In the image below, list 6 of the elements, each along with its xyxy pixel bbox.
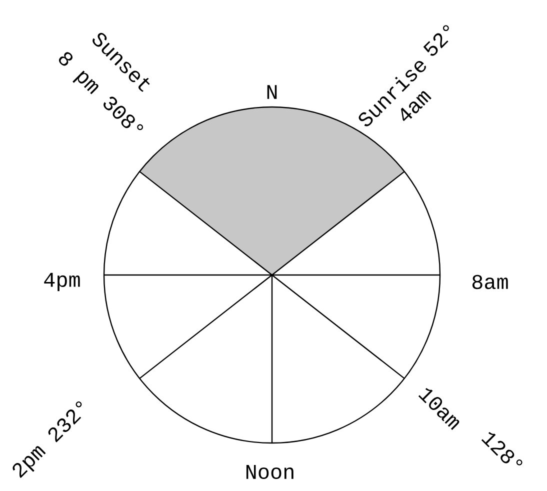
direction-label: Noon — [246, 464, 294, 480]
direction-label: 8am — [472, 274, 508, 290]
direction-label: N — [267, 85, 277, 99]
direction-label: 52° — [423, 25, 449, 56]
direction-label: 128° — [481, 432, 522, 466]
direction-label: 4pm — [44, 272, 80, 292]
